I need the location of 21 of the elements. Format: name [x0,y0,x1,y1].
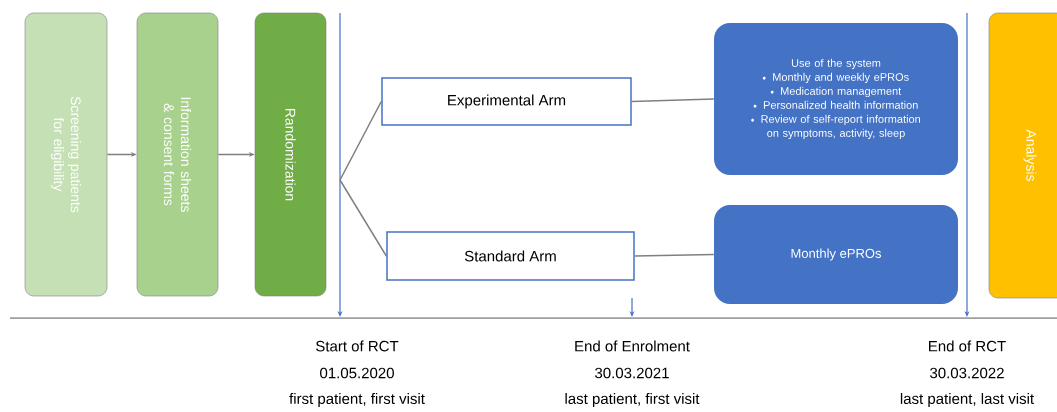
milestone-label: 30.03.2022 [930,367,1004,379]
connector [339,100,382,181]
milestone-label: first patient, first visit [289,393,425,407]
arm-box: Experimental Arm [381,77,632,126]
process-box: Randomization [254,12,327,297]
milestone-label: Start of RCT [316,340,399,352]
intervention-box: Use of the system Monthly and weekly ePROs Medication management Personalized health information Review of self-report information on symptoms, activity, sleep [714,23,958,175]
milestone-label: End of RCT [929,340,1006,352]
arm-box: Standard Arm [386,231,635,281]
connector [339,179,387,257]
connector [634,253,715,257]
process-box: Analysis [988,12,1057,299]
milestone-label: last patient, last visit [900,393,1034,407]
process-box: Information sheets & consent forms [136,12,219,297]
milestone-label: End of Enrolment [575,340,690,352]
process-box: Screening patients for eligibility [24,12,108,297]
milestone-label: 01.05.2020 [320,367,394,379]
intervention-box: Monthly ePROs [714,205,958,304]
milestone-label: 30.03.2021 [595,367,669,379]
connector [631,98,715,103]
milestone-label: last patient, first visit [565,393,700,407]
